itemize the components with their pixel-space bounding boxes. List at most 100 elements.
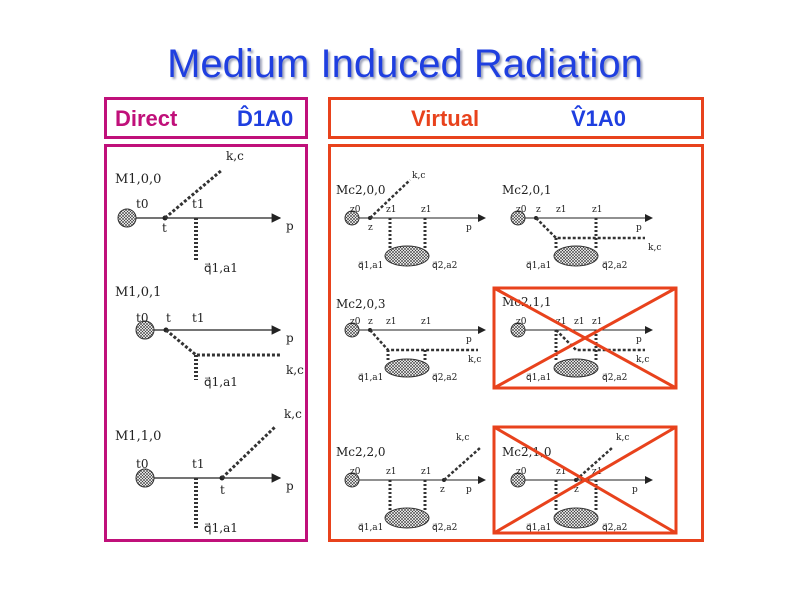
m211-cross-line-2	[493, 286, 677, 390]
m200-z1a: z1	[386, 205, 396, 215]
m110-gluon	[220, 424, 278, 480]
m220-q1: q⃗1,a1	[358, 523, 383, 533]
m101-p: p	[286, 331, 294, 345]
direct-panel	[104, 144, 308, 542]
m220-z1b: z1	[421, 467, 431, 477]
m210-kc: k,c	[616, 433, 629, 443]
m200-kc: k,c	[412, 171, 425, 181]
m211-z0: z0	[516, 317, 527, 327]
m101-t: t	[166, 311, 171, 325]
m203-z1b: z1	[421, 317, 431, 327]
m203-p: p	[466, 335, 472, 345]
m201-gluon	[535, 217, 645, 240]
diagram-m200: Mc2,0,0 z0 z1 z1 z p k,c q⃗1,a1 q⃗2,a2	[336, 171, 486, 271]
m101-t0: t0	[136, 311, 148, 325]
m200-name: Mc2,0,0	[336, 183, 386, 197]
m211-kc: k,c	[636, 355, 649, 365]
m211-cross-box	[492, 286, 678, 390]
m210-name: Mc2,1,0	[502, 445, 552, 459]
m203-q2: q⃗2,a2	[432, 373, 457, 383]
virtual-panel	[328, 144, 704, 542]
direct-header: Direct D̂1A0	[104, 97, 308, 139]
m211-p: p	[636, 335, 642, 345]
m220-q2: q⃗2,a2	[432, 523, 457, 533]
m211-z1b: z1	[574, 317, 584, 327]
m200-z: z	[368, 223, 373, 233]
direct-label: Direct	[115, 106, 178, 131]
m100-t0: t0	[136, 197, 148, 211]
m101-name: M1,0,1	[115, 285, 161, 300]
diagram-m110: M1,1,0 t0 t1 t p k,c q⃗1,a1	[115, 407, 302, 535]
m200-q2: q⃗2,a2	[432, 261, 457, 271]
m203-z: z	[368, 317, 373, 327]
m201-q1: q⃗1,a1	[526, 261, 551, 271]
slide-title: Medium Induced Radiation	[167, 42, 643, 86]
m100-name: M1,0,0	[115, 172, 161, 187]
m110-kc: k,c	[284, 407, 302, 421]
m220-gluon	[443, 447, 481, 481]
m203-medium-blob	[384, 358, 430, 378]
m100-t1: t1	[192, 197, 204, 211]
m211-q2: q⃗2,a2	[602, 373, 627, 383]
m211-q1: q⃗1,a1	[526, 373, 551, 383]
m211-z1a: z1	[556, 317, 566, 327]
m200-q1: q⃗1,a1	[358, 261, 383, 271]
m201-medium-blob	[553, 245, 599, 267]
m210-gluon	[575, 447, 613, 481]
m210-q2: q⃗2,a2	[602, 523, 627, 533]
m220-z1a: z1	[386, 467, 396, 477]
m210-z1a: z1	[556, 467, 566, 477]
m110-t0: t0	[136, 457, 148, 471]
m100-kc: k,c	[226, 149, 244, 163]
m100-q: q⃗1,a1	[204, 261, 238, 275]
diagram-m220: Mc2,2,0 z0 z1 z1 z p k,c q⃗1,a1 q⃗2,a2	[336, 433, 486, 533]
virtual-header: Virtual V̂1A0	[328, 97, 704, 139]
m203-z1a: z1	[386, 317, 396, 327]
m201-z1a: z1	[556, 205, 566, 215]
m200-gluon	[369, 179, 411, 219]
m201-q2: q⃗2,a2	[602, 261, 627, 271]
virtual-label: Virtual	[411, 106, 480, 131]
m210-medium-blob	[553, 507, 599, 529]
m210-p: p	[632, 485, 638, 495]
m211-medium-blob	[553, 358, 599, 378]
m201-p: p	[636, 223, 642, 233]
m220-medium-blob	[384, 507, 430, 529]
m220-kc: k,c	[456, 433, 469, 443]
diagram-m201: Mc2,0,1 z0 z z1 z1 p k,c q⃗1,a1 q⃗2,a2	[502, 183, 661, 271]
m211-z1c: z1	[592, 317, 602, 327]
m220-name: Mc2,2,0	[336, 445, 386, 459]
m200-medium-blob	[384, 245, 430, 267]
m220-p: p	[466, 485, 472, 495]
diagram-m101: M1,0,1 t0 t t1 p k,c q⃗1,a1	[115, 285, 304, 389]
m200-z0: z0	[350, 205, 361, 215]
diagram-m211: Mc2,1,1 z0 z1 z1 z1 p k,c q⃗1,a1 q⃗2,a2	[492, 286, 678, 390]
m210-z: z	[574, 485, 579, 495]
diagram-m210: Mc2,1,0 z0 z1 z1 z p k,c q⃗1,a1 q⃗2,a2	[492, 425, 678, 535]
m200-p: p	[466, 223, 472, 233]
m203-gluon	[369, 329, 478, 352]
m210-z0: z0	[516, 467, 527, 477]
m201-name: Mc2,0,1	[502, 183, 552, 197]
m210-cross-box	[492, 425, 678, 535]
m100-gluon	[164, 168, 223, 220]
m110-t: t	[220, 483, 225, 497]
diagram-m100: M1,0,0 t0 t1 t p k,c q⃗1,a1	[115, 149, 294, 275]
m201-z0: z0	[516, 205, 527, 215]
m110-p: p	[286, 479, 294, 493]
diagram-m203: Mc2,0,3 z0 z z1 z1 p k,c q⃗1,a1 q⃗2,a2	[336, 297, 486, 383]
m110-name: M1,1,0	[115, 429, 161, 444]
m203-z0: z0	[350, 317, 361, 327]
m110-t1: t1	[192, 457, 204, 471]
m210-cross-line-2	[493, 425, 677, 535]
m210-q1: q⃗1,a1	[526, 523, 551, 533]
m100-t: t	[162, 221, 167, 235]
m200-z1b: z1	[421, 205, 431, 215]
m101-kc: k,c	[286, 363, 304, 377]
virtual-operator: V̂1A0	[571, 106, 627, 131]
m220-z0: z0	[350, 467, 361, 477]
m201-z1b: z1	[592, 205, 602, 215]
m201-z: z	[536, 205, 541, 215]
m201-kc: k,c	[648, 243, 661, 253]
